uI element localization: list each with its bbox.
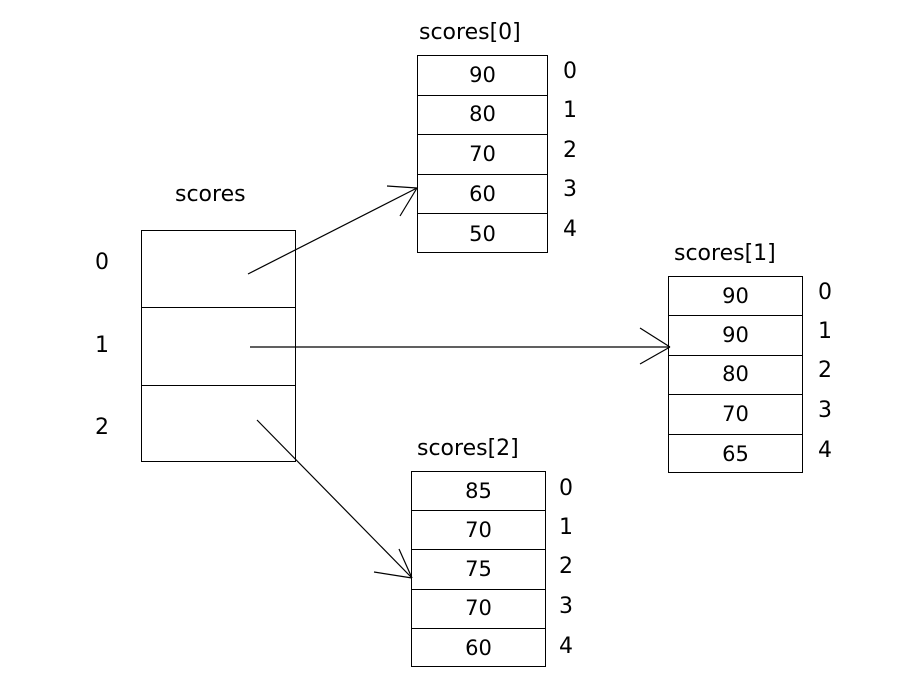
scores1-index-3: 3 (818, 398, 832, 423)
scores1-index-4: 4 (818, 438, 832, 463)
scores0-cell-4: 50 (469, 221, 496, 246)
scores0-index-2: 2 (563, 138, 577, 163)
scores1-cell-1: 90 (669, 316, 802, 356)
scores1-cell-3: 70 (669, 395, 802, 435)
arrow-root1-to-scores1 (250, 327, 671, 365)
scores2-cell-4: 60 (465, 635, 492, 660)
scores1-cell-0: 90 (669, 277, 802, 317)
scores-root-cell-0 (142, 231, 295, 309)
scores2-index-0: 0 (559, 476, 573, 501)
scores2-index-2: 2 (559, 554, 573, 579)
scores0-index-4: 4 (563, 217, 577, 242)
scores2-cell-0: 85 (412, 472, 545, 512)
scores-root-title: scores (175, 182, 246, 207)
scores-root-index-1: 1 (95, 333, 109, 358)
scores0-index-0: 0 (563, 59, 577, 84)
scores1-index-1: 1 (818, 319, 832, 344)
scores2-array: 85 70 75 70 60 (411, 471, 546, 667)
scores0-index-3: 3 (563, 177, 577, 202)
scores2-cell-3: 70 (412, 590, 545, 629)
scores0-cell-1: 80 (418, 96, 547, 136)
scores-root-index-0: 0 (95, 250, 109, 275)
scores0-array: 90 80 70 60 50 (417, 55, 548, 253)
scores1-index-2: 2 (818, 358, 832, 383)
scores-root-cell-1 (142, 308, 295, 386)
scores2-index-1: 1 (559, 515, 573, 540)
scores2-cell-2: 75 (412, 550, 545, 590)
scores0-cell-0: 90 (418, 56, 547, 96)
scores1-cell-4: 65 (722, 441, 749, 466)
scores1-cell-2: 80 (669, 356, 802, 396)
scores1-array: 90 90 80 70 65 (668, 276, 803, 473)
scores0-title: scores[0] (419, 20, 521, 45)
scores0-index-1: 1 (563, 98, 577, 123)
scores2-index-4: 4 (559, 634, 573, 659)
scores2-index-3: 3 (559, 594, 573, 619)
scores0-cell-3: 60 (418, 175, 547, 215)
scores-root-cell-2 (142, 386, 295, 463)
scores0-cell-2: 70 (418, 135, 547, 175)
scores2-cell-1: 70 (412, 511, 545, 551)
scores1-title: scores[1] (674, 241, 776, 266)
scores1-index-0: 0 (818, 280, 832, 305)
scores2-title: scores[2] (417, 436, 519, 461)
scores-root-index-2: 2 (95, 415, 109, 440)
scores-root-array (141, 230, 296, 462)
